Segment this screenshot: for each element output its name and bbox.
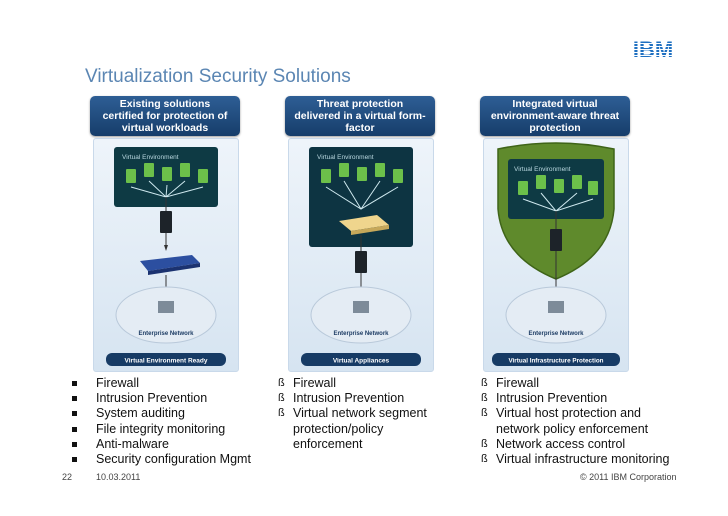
- header-line: Threat protection: [316, 98, 404, 110]
- list-item: System auditing: [72, 406, 251, 421]
- virtual-appliance-icon: [339, 215, 389, 231]
- env-label: Virtual Environment: [317, 154, 374, 161]
- bullet-marker: ß: [278, 392, 285, 405]
- header-line: virtual workloads: [121, 122, 209, 134]
- caption-pill: [301, 353, 421, 366]
- vm-server-icons: [321, 163, 403, 183]
- server-icon: [550, 229, 562, 251]
- vm-server-icons: [126, 163, 208, 183]
- bullet-marker: ß: [481, 377, 488, 389]
- header-line: certified for protection of: [102, 110, 228, 122]
- ibm-logo: IBM: [618, 37, 688, 62]
- network-cloud-icon: [115, 286, 217, 344]
- bullet-marker: ß: [481, 437, 488, 450]
- bullet-marker: ß: [481, 407, 488, 420]
- bullet-marker: ß: [278, 377, 285, 389]
- page-number: 22: [62, 472, 73, 482]
- caption: Virtual Infrastructure Protection: [508, 358, 603, 365]
- diagram-panel-threat: Virtual Environment Enterprise Network V…: [288, 138, 434, 372]
- column-header-threat: Threat protection delivered in a virtual…: [285, 96, 435, 136]
- ibm-logo-text: IBM: [633, 38, 673, 60]
- column-header-existing: Existing solutions certified for protect…: [90, 96, 240, 136]
- header-line: Integrated virtual: [512, 98, 598, 110]
- header-line: environment-aware threat: [490, 110, 620, 122]
- network-cloud-icon: [505, 286, 607, 344]
- footer-date: 10.03.2011: [96, 472, 141, 482]
- env-label: Virtual Environment: [514, 166, 571, 173]
- footer-copyright: © 2011 IBM Corporation: [580, 472, 677, 482]
- column-header-integrated: Integrated virtual environment-aware thr…: [480, 96, 630, 136]
- list-item: Intrusion Prevention: [72, 391, 251, 406]
- network-label: Enterprise Network: [333, 331, 389, 337]
- list-item-continuation: network policy enforcement: [496, 421, 649, 436]
- server-icon: [160, 211, 172, 233]
- diagram-panel-existing: Virtual Environment Enterprise Network V…: [93, 138, 239, 372]
- virtual-environment-box: [309, 147, 413, 247]
- caption: Virtual Environment Ready: [125, 358, 208, 365]
- bullet-marker: ß: [278, 407, 285, 420]
- header-line: delivered in a virtual form-: [294, 110, 426, 122]
- list-item: Security configuration Mgmt: [72, 452, 251, 467]
- header-line: factor: [345, 122, 375, 134]
- appliance-icon: [140, 255, 200, 271]
- diagram-panel-integrated: Virtual Environment Enterprise Network V…: [483, 138, 629, 372]
- network-label: Enterprise Network: [528, 331, 584, 337]
- server-icon: [355, 251, 367, 273]
- list-item-continuation: enforcement: [293, 436, 363, 451]
- bullet-marker: ß: [481, 392, 488, 405]
- vm-server-icons: [518, 175, 598, 195]
- bullet-list-existing: Firewall Intrusion Prevention System aud…: [72, 376, 251, 467]
- env-label: Virtual Environment: [122, 154, 179, 161]
- list-item: File integrity monitoring: [72, 422, 251, 437]
- caption: Virtual Appliances: [333, 358, 390, 365]
- list-item-continuation: protection/policy: [293, 421, 384, 436]
- page-title: Virtualization Security Solutions: [85, 66, 351, 87]
- network-cloud-icon: [310, 286, 412, 344]
- header-line: Existing solutions: [119, 98, 211, 110]
- network-label: Enterprise Network: [138, 331, 194, 337]
- bullet-marker: ß: [481, 453, 488, 466]
- caption-pill: [106, 353, 226, 366]
- list-item: Firewall: [72, 376, 251, 391]
- caption-pill: [492, 353, 620, 366]
- header-line: protection: [529, 122, 581, 134]
- list-item: Anti-malware: [72, 437, 251, 452]
